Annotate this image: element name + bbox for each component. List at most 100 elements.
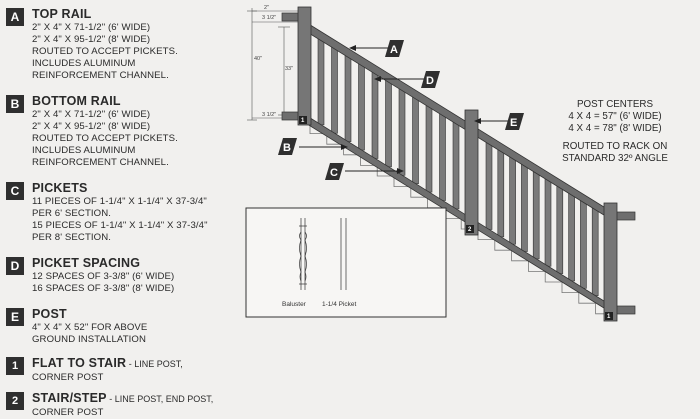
picket	[591, 206, 599, 296]
legend-title: FLAT TO STAIR - LINE POST,	[32, 356, 242, 372]
svg-text:A: A	[390, 44, 398, 56]
svg-text:C: C	[330, 167, 338, 179]
picket	[371, 69, 379, 159]
rack-line-1: ROUTED TO RACK ON	[562, 141, 668, 152]
legend-title-sub: - LINE POST, END POST,	[106, 394, 214, 404]
picket	[544, 177, 552, 267]
dim-33in: 33"	[285, 66, 293, 72]
legend-title-text: BOTTOM RAIL	[32, 94, 121, 108]
dim-2in: 2"	[264, 5, 269, 11]
picket	[425, 103, 433, 193]
legend-title-text: POST	[32, 307, 67, 321]
rack-angle-note: ROUTED TO RACK ON STANDARD 32º ANGLE	[550, 141, 680, 165]
picket	[556, 184, 564, 274]
picket	[358, 61, 365, 151]
legend-line: 2" X 4" X 95-1/2" (8' WIDE)	[32, 34, 151, 45]
legend-line: PER 8' SECTION.	[32, 232, 112, 243]
baluster-label: Baluster	[282, 301, 307, 308]
picket	[439, 111, 446, 201]
baluster-drawing	[299, 218, 307, 290]
legend-line: CORNER POST	[32, 372, 104, 383]
legend-title-text: FLAT TO STAIR	[32, 356, 127, 370]
svg-text:B: B	[283, 142, 291, 154]
picket	[452, 120, 460, 210]
legend-title-text: STAIR/STEP	[32, 391, 107, 405]
dim-3-half-top: 3 1/2"	[262, 15, 276, 21]
legend-line: GROUND INSTALLATION	[32, 334, 147, 345]
legend-line: 2" X 4" X 71-1/2" (6' WIDE)	[32, 22, 151, 33]
legend-line: 12 SPACES OF 3-3/8" (6' WIDE)	[32, 271, 175, 282]
legend-title: STAIR/STEP - LINE POST, END POST,	[32, 391, 242, 407]
legend-title-text: PICKET SPACING	[32, 256, 141, 270]
post-1-end: 1	[603, 202, 618, 322]
dimension-guides	[247, 8, 300, 121]
post-centers-note: POST CENTERS 4 X 4 = 57" (6' WIDE) 4 X 4…	[550, 99, 680, 135]
picket-drawing	[340, 218, 347, 290]
picket	[485, 140, 493, 230]
callout-b: B	[278, 138, 348, 155]
picket	[344, 53, 352, 142]
post-number-1-end: 1	[607, 314, 611, 320]
post-centers-6ft: 4 X 4 = 57" (6' WIDE)	[568, 111, 662, 122]
legend-badge: B	[6, 95, 24, 113]
picket	[331, 44, 338, 134]
dim-3-half-bottom: 3 1/2"	[262, 112, 276, 118]
post-centers-heading: POST CENTERS	[576, 99, 654, 110]
legend-title: PICKET SPACING	[32, 256, 242, 271]
picket	[509, 155, 516, 245]
legend-line: 16 SPACES OF 3-3/8" (8' WIDE)	[32, 283, 175, 294]
legend-line: 2" X 4" X 71-1/2" (6' WIDE)	[32, 109, 151, 120]
legend-line: INCLUDES ALUMINUM	[32, 145, 136, 156]
legend-line: PER 6' SECTION.	[32, 208, 112, 219]
callout-d: D	[374, 71, 440, 88]
picket	[521, 162, 528, 252]
post-number-1-top: 1	[301, 118, 305, 124]
picket	[398, 86, 406, 176]
legend-line: ROUTED TO ACCEPT PICKETS.	[32, 133, 178, 144]
legend-badge: D	[6, 257, 24, 275]
legend-line: REINFORCEMENT CHANNEL.	[32, 70, 169, 81]
legend-title: BOTTOM RAIL	[32, 94, 242, 109]
legend-title-text: PICKETS	[32, 181, 88, 195]
baluster-inset: Baluster 1-1/4 Picket	[245, 207, 447, 318]
post-number-2: 2	[468, 227, 472, 233]
svg-text:D: D	[426, 75, 434, 87]
rack-line-2: STANDARD 32º ANGLE	[562, 153, 668, 164]
legend-title: POST	[32, 307, 242, 322]
legend-line: 4" X 4" X 52" FOR ABOVE	[32, 322, 148, 333]
legend-badge: 1	[6, 357, 24, 375]
legend-badge: E	[6, 308, 24, 326]
legend-line: 2" X 4" X 95-1/2" (8' WIDE)	[32, 121, 151, 132]
post-1-top: 1	[297, 6, 312, 126]
callout-a: A	[349, 40, 404, 57]
picket	[385, 78, 392, 168]
picket	[317, 36, 325, 126]
legend-badge: 2	[6, 392, 24, 410]
legend-line: INCLUDES ALUMINUM	[32, 58, 136, 69]
post-2-middle: 2	[464, 109, 479, 236]
railing-diagram: 2" 3 1/2" 40" 33" 3 1/2" 1 2 1 A D	[245, 5, 636, 322]
legend-title: PICKETS	[32, 181, 242, 196]
legend-title-sub: - LINE POST,	[126, 359, 183, 369]
picket	[580, 199, 587, 289]
callout-e: E	[474, 113, 524, 130]
legend-title-text: TOP RAIL	[32, 7, 92, 21]
picket	[497, 147, 505, 238]
picket	[568, 191, 575, 282]
svg-text:E: E	[510, 117, 517, 129]
post-centers-8ft: 4 X 4 = 78" (8' WIDE)	[568, 123, 662, 134]
legend-line: 11 PIECES OF 1-1/4" X 1-1/4" X 37-3/4"	[32, 196, 207, 207]
legend-badge: A	[6, 8, 24, 26]
legend-line: REINFORCEMENT CHANNEL.	[32, 157, 169, 168]
legend-badge: C	[6, 182, 24, 200]
callout-c: C	[325, 163, 404, 180]
picket-label: 1-1/4 Picket	[322, 301, 357, 308]
legend-title: TOP RAIL	[32, 7, 242, 22]
